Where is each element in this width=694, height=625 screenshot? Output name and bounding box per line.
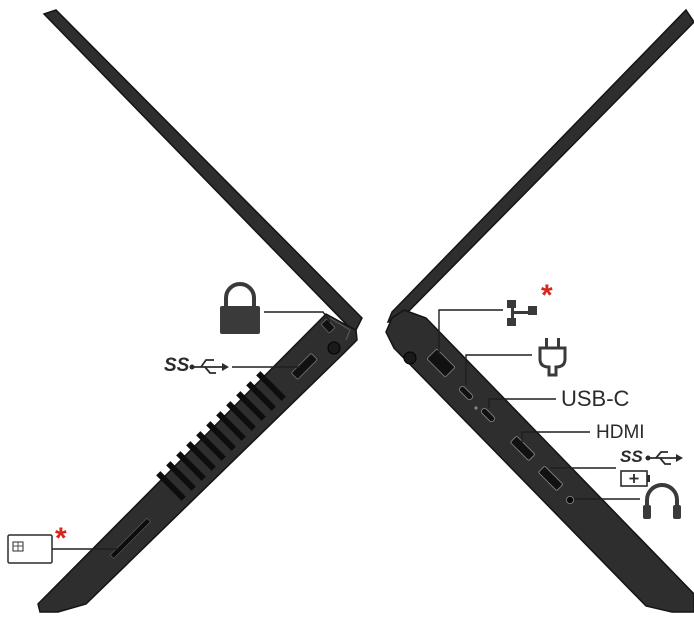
usb-a-port-left	[291, 353, 318, 380]
lock-icon	[220, 282, 260, 334]
right-laptop-foot	[403, 351, 417, 365]
left-laptop-lid	[42, 9, 363, 332]
right-laptop	[385, 8, 694, 613]
callout-lines	[52, 309, 640, 550]
ethernet-footnote-asterisk: *	[541, 279, 553, 312]
superspeed-label-right: SS	[620, 447, 643, 466]
left-laptop	[37, 9, 363, 613]
usb-a-port-right	[538, 466, 563, 491]
battery-charge-icon	[620, 470, 650, 487]
smart-card-icon	[7, 534, 53, 564]
callout-line-usb-c	[488, 398, 556, 408]
audio-jack	[566, 495, 575, 504]
callout-line-power	[465, 354, 532, 385]
callout-line-ethernet	[438, 309, 503, 355]
hdmi-port	[510, 436, 535, 461]
ethernet-port	[427, 349, 455, 377]
headset-icon	[643, 483, 681, 519]
ventilation-grille	[156, 371, 286, 501]
right-laptop-base	[385, 309, 694, 613]
charging-led	[474, 406, 478, 410]
left-laptop-foot	[327, 341, 341, 355]
hdmi-label: HDMI	[596, 422, 645, 443]
callout-line-lock	[264, 311, 331, 323]
usb-c-label: USB-C	[561, 386, 630, 411]
right-laptop-lid	[386, 8, 694, 324]
smart-card-slot	[109, 517, 151, 559]
power-usb-c-port	[459, 386, 473, 400]
usb-trident-right-icon	[645, 451, 683, 465]
ethernet-icon	[507, 300, 537, 326]
callout-line-hdmi	[521, 431, 590, 443]
smart-card-footnote-asterisk: *	[55, 522, 67, 555]
security-lock-slot	[320, 318, 336, 334]
power-plug-icon	[538, 338, 567, 377]
superspeed-label-left: SS	[164, 355, 190, 376]
usb-c-port	[481, 408, 495, 422]
usb-trident-left-icon	[189, 359, 229, 374]
